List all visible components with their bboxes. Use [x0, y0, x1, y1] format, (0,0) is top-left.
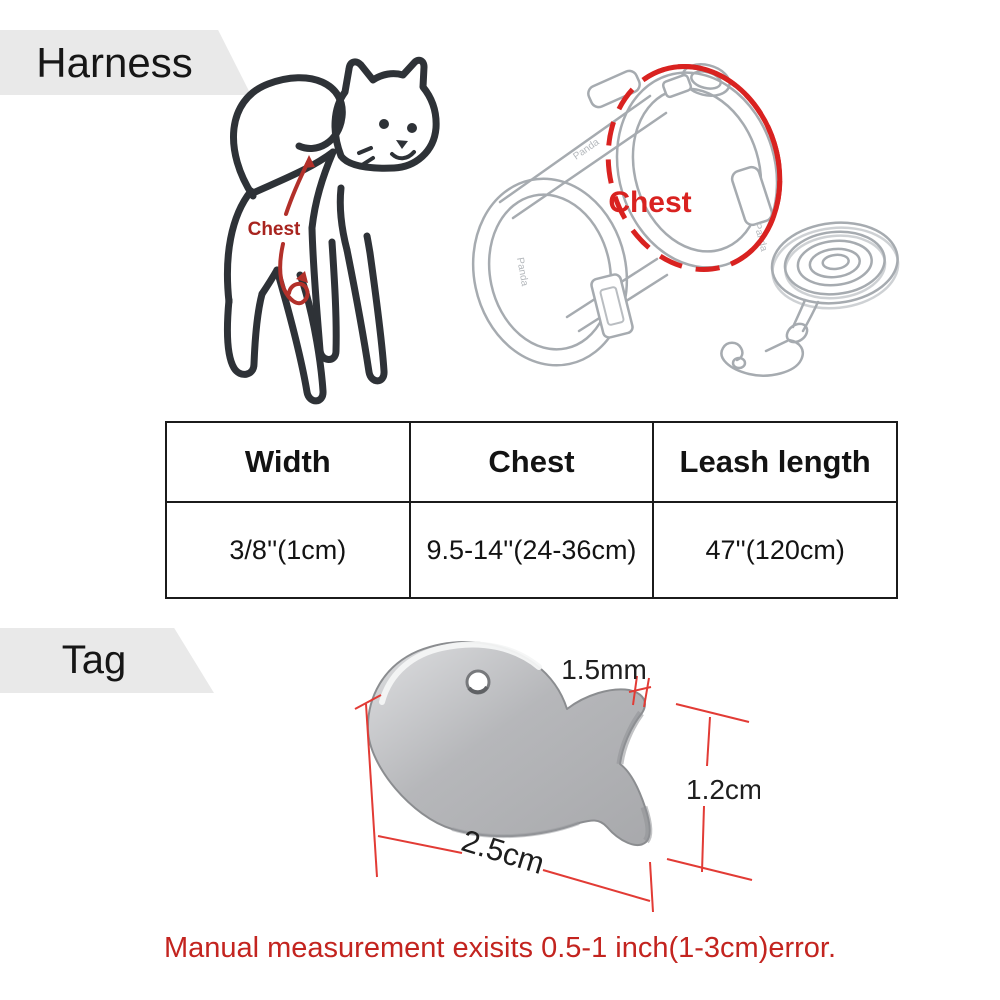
footnote-text: Manual measurement exisits 0.5-1 inch(1-…	[163, 932, 837, 964]
tag-thickness-label: 1.5mm	[561, 654, 647, 685]
tag-section-banner: Tag	[0, 628, 214, 693]
harness-banner-label: Harness	[36, 38, 193, 86]
header-cell-leash-length: Leash length	[652, 421, 898, 503]
size-table-header-row: Width Chest Leash length	[165, 421, 898, 503]
harness-chest-label: Chest	[608, 186, 691, 219]
value-cell-width: 3/8''(1cm)	[165, 501, 411, 599]
cat-whiskers	[357, 146, 416, 167]
value-cell-leash-length: 47''(120cm)	[652, 501, 898, 599]
brand-print-text: Panda	[514, 257, 530, 288]
header-cell-chest: Chest	[408, 421, 655, 503]
cat-chest-annotation: Chest	[248, 155, 315, 306]
harness-chest-ellipse-solid	[605, 63, 783, 273]
cat-chest-label: Chest	[248, 219, 301, 240]
header-cell-width: Width	[165, 421, 411, 503]
cat-line-art	[223, 56, 440, 405]
tag-height-label: 1.2cm	[686, 774, 760, 805]
fish-tag-illustration: 1.5mm 1.2cm 2.5cm	[354, 641, 760, 913]
tag-banner-label: Tag	[61, 638, 127, 682]
harness-illustration: Panda Panda Panda	[471, 63, 900, 377]
tag-dimension-lines	[354, 675, 753, 913]
size-table-value-row: 3/8''(1cm) 9.5-14''(24-36cm) 47''(120cm)	[165, 501, 898, 599]
harness-section-banner: Harness	[0, 30, 251, 95]
harness-chest-annotation: Chest	[605, 63, 783, 273]
cat-face	[379, 119, 417, 149]
leash-illustration	[720, 221, 900, 377]
fish-tag-shape	[366, 641, 653, 846]
size-table: Width Chest Leash length 3/8''(1cm) 9.5-…	[165, 421, 898, 599]
harness-line-art	[471, 63, 779, 367]
cat-illustration: Chest	[223, 56, 440, 405]
value-cell-chest: 9.5-14''(24-36cm)	[408, 501, 655, 599]
